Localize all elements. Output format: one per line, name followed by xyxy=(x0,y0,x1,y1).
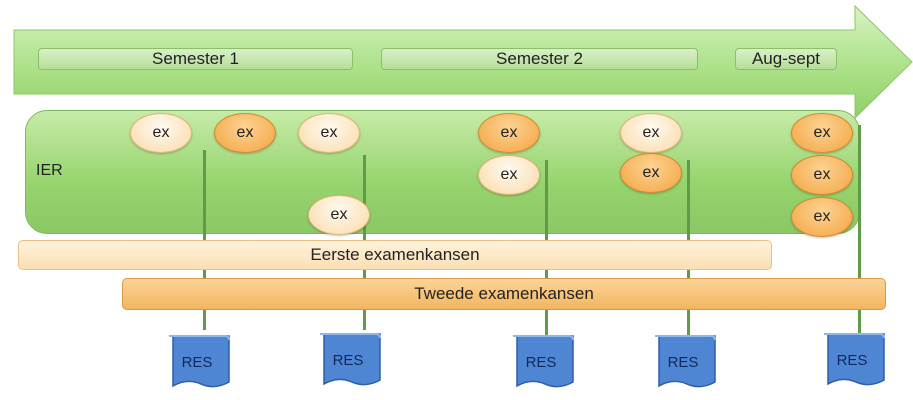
exam-bubble: ex xyxy=(308,195,370,235)
exam-bubble: ex xyxy=(478,155,540,195)
exam-bubble: ex xyxy=(478,113,540,153)
connector-line xyxy=(858,125,861,335)
exam-bubble: ex xyxy=(214,113,276,153)
result-label: RES xyxy=(667,354,699,371)
exam-bubble: ex xyxy=(298,113,360,153)
aug-sept-label: Aug-sept xyxy=(735,48,837,70)
result-document-icon: RES xyxy=(318,330,386,392)
result-document-icon: RES xyxy=(653,332,721,394)
result-document-icon: RES xyxy=(822,330,890,392)
result-document-icon: RES xyxy=(167,332,235,394)
exam-bubble: ex xyxy=(791,197,853,237)
exam-bubble: ex xyxy=(791,113,853,153)
semester-2-label: Semester 2 xyxy=(381,48,698,70)
exam-bubble: ex xyxy=(791,155,853,195)
second-exam-chances-bar: Tweede examenkansen xyxy=(122,278,886,310)
ier-label: IER xyxy=(36,162,63,179)
exam-bubble: ex xyxy=(620,113,682,153)
result-label: RES xyxy=(525,354,557,371)
result-document-icon: RES xyxy=(511,332,579,394)
first-exam-chances-bar: Eerste examenkansen xyxy=(18,240,772,270)
result-label: RES xyxy=(836,352,868,369)
exam-bubble: ex xyxy=(620,153,682,193)
exam-bubble: ex xyxy=(130,113,192,153)
semester-1-label: Semester 1 xyxy=(38,48,353,70)
result-label: RES xyxy=(332,352,364,369)
result-label: RES xyxy=(181,354,213,371)
